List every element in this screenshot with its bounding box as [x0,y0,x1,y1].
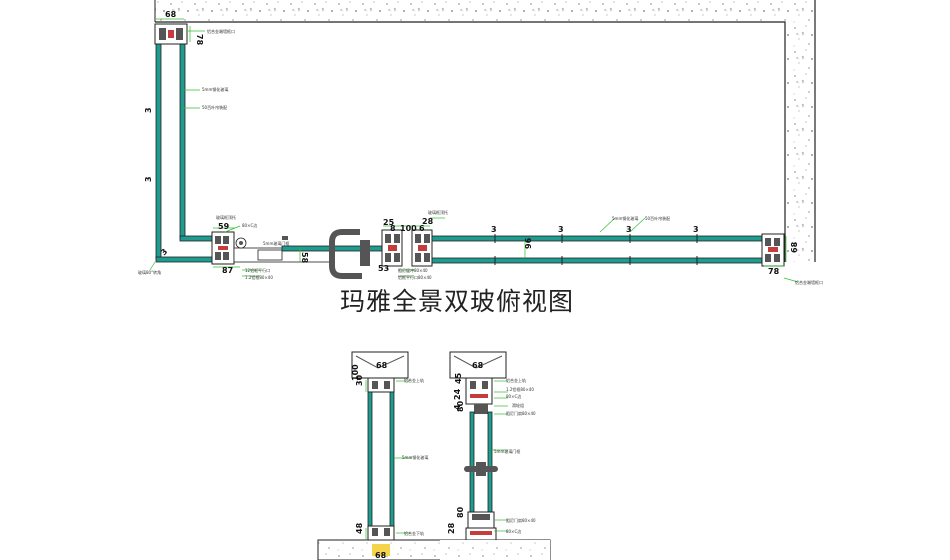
sb-note-8: 80×C边 [506,528,521,534]
plan-wall [154,0,816,262]
dim-left-3a: 3 [144,107,153,113]
sa-note-1: 铝合金上轨 [404,377,424,383]
note-glass-r2: 50百叶帘装配 [645,215,670,221]
dim-glass-3d: 3 [693,225,699,234]
drawing-title: 玛雅全景双玻俯视图 [340,287,575,316]
note-bl-3: 12铝框平行口 [245,267,270,273]
note-br: 铝合金端墙框口 [795,279,823,285]
sb-dim-24: 24 [453,388,462,400]
floor-b [440,540,550,560]
dim-96: 96 [524,237,533,249]
plan-dimension-lines [149,18,799,283]
dim-100: 100 [400,224,417,233]
sb-note-7: 阻尼门扇80×40 [506,517,536,523]
sb-note-5: 阻尼门扇80×40 [506,410,536,416]
sb-dim-28: 28 [447,522,456,534]
sb-dim-80a: 80 [456,400,465,412]
note-left-louver: 50百叶帘装配 [202,104,227,110]
dim-68-right: 68 [790,241,799,253]
section-b [449,351,508,541]
dim-glass-3c: 3 [626,225,632,234]
top-left-profile [154,23,188,45]
sa-dim-top: 68 [376,361,388,370]
sb-dim-top: 68 [472,361,484,370]
dim-78-right: 78 [768,267,780,276]
sb-dim-80b: 80 [456,506,465,518]
note-left-glass: 5mm钢化玻璃 [202,86,228,92]
dim-78-left: 78 [195,34,204,46]
note-bl-1: 玻璃框顶托 [216,214,236,220]
bottom-left-profile [211,231,235,265]
dim-53: 53 [378,264,389,273]
dim-68-top: 68 [165,10,177,19]
dim-87: 87 [222,266,233,275]
dim-59: 59 [218,222,230,231]
dim-left-3c: 3 [159,247,169,257]
dim-left-3b: 3 [144,176,153,182]
sb-note-6: 5mm玻璃门框 [494,448,520,454]
note-tl: 铝合金端墙框口 [207,28,235,34]
middle-profiles [381,229,433,267]
sa-note-3: 铝合金下轨 [404,530,424,536]
dim-28: 28 [422,217,434,226]
dim-6: 6 [419,224,425,233]
sa-dim-100: 100 [351,364,360,381]
sb-note-4: 滑轮组 [512,402,524,408]
door-handle [329,229,370,279]
dim-25: 25 [383,218,395,227]
sa-note-2: 5mm钢化玻璃 [402,454,428,460]
left-glass-run [155,41,186,260]
dim-glass-3b: 3 [558,225,564,234]
sb-dim-45: 45 [454,372,463,384]
note-glass-r1: 5mm钢化玻璃 [612,215,638,221]
note-mid-3: 铝框平行口80×40 [398,274,432,280]
note-mid-1: 玻璃框顶托 [428,209,448,215]
right-end-profile [761,233,785,267]
sa-dim-30: 30 [355,374,364,386]
note-door: 5mm玻璃门框 [263,240,289,246]
sb-note-1: 铝合金上轨 [506,377,526,383]
note-mid-2: 阻尼缓冲80×40 [398,267,428,273]
note-bl-2: 80×C边 [242,222,257,228]
right-glass-run [431,234,765,265]
sb-dim-4: 4 [453,404,462,410]
note-corner: 玻璃80°转角 [138,269,161,275]
sb-note-3: 80×C边 [506,393,521,399]
dim-glass-3a: 3 [491,225,497,234]
note-bl-4: 1.2铝框80×40 [245,274,273,280]
sa-dim-48: 48 [355,522,364,534]
sa-dim-bottom: 68 [375,551,387,560]
dim-58: 58 [300,252,309,264]
sb-note-2: 1.2铝框80×40 [506,386,534,392]
dim-8: 8 [390,224,396,233]
